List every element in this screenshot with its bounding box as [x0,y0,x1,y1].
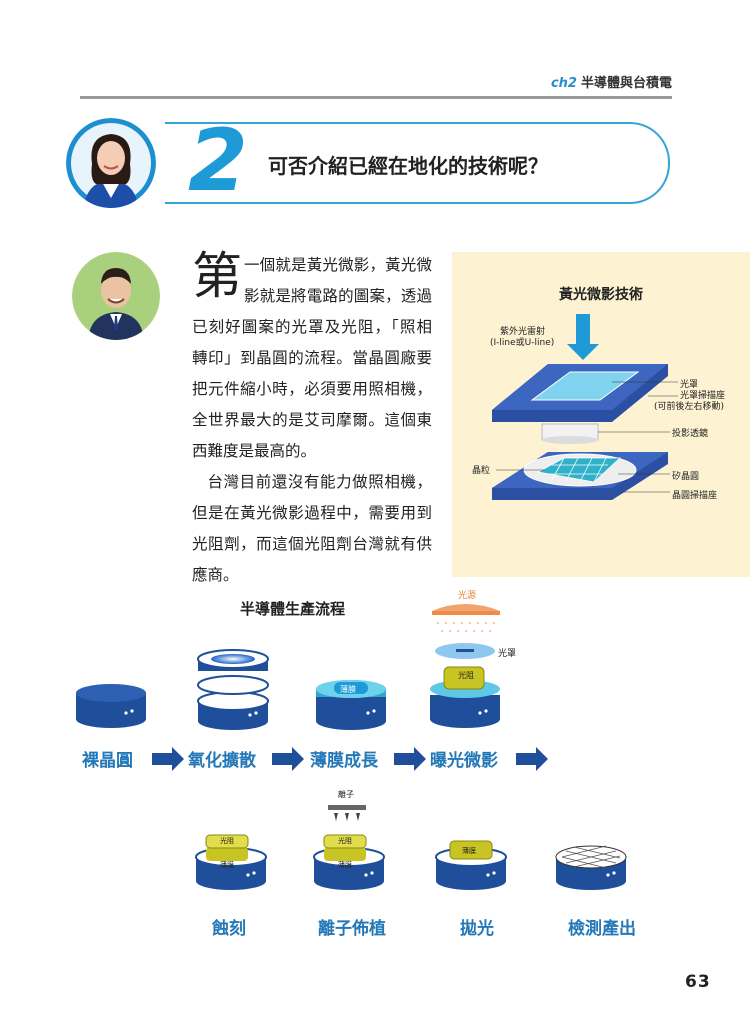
flow-film-label: 薄膜 [340,685,356,694]
header-rule [80,96,672,99]
lithography-diagram [452,252,750,577]
film-growth-icon [316,680,386,730]
chapter-number: ch2 [550,76,577,91]
bare-wafer-icon [76,684,146,728]
step-ion-implant: 離子佈植 [318,919,386,939]
etch-photoresist-label: 光阻 [220,837,234,845]
flow-diagram [60,585,660,937]
chapter-title: 半導體與台積電 [580,76,672,91]
step-oxidation: 氧化擴散 [188,751,256,771]
step-inspection: 檢測產出 [568,919,636,939]
step-film-growth: 薄膜成長 [310,751,378,771]
flow-title: 半導體生產流程 [240,600,346,618]
implant-photoresist-label: 光阻 [338,837,352,845]
ion-label: 離子 [338,790,354,799]
flow-mask-label: 光罩 [498,649,517,659]
ion-implant-icon [313,805,385,890]
mask-stage-note: (可前後左右移動) [654,402,725,412]
polish-film-label: 薄膜 [462,847,476,855]
question-text: 可否介紹已經在地化的技術呢？ [268,154,548,178]
step-etching: 蝕刻 [212,919,246,939]
lens-label: 投影透鏡 [672,429,709,439]
page-number: 63 [685,972,711,992]
drop-cap: 第 [192,247,242,305]
polishing-icon [435,840,507,890]
etching-icon [195,834,267,890]
lithography-title: 黃光微影技術 [559,287,643,303]
uv-label-note: (I-line或U-line) [490,338,555,348]
etch-film-label: 薄膜 [220,861,234,869]
question-box [165,122,670,204]
wafer-label: 矽晶圓 [672,472,700,482]
exposure-icon [430,604,500,728]
answer-paragraph-2: 台灣目前還沒有能力做照相機，但是在黃光微影過程中，需要用到光阻劑，而這個光阻劑台… [192,473,432,584]
flow-photoresist-label: 光阻 [458,671,474,680]
oxidation-icon [197,649,269,730]
mask-stage-label: 光罩掃描座 [680,391,726,401]
mask-label: 光罩 [680,380,699,390]
step-exposure: 曝光微影 [430,751,498,771]
implant-film-label: 薄膜 [338,861,352,869]
interviewer-avatar [66,118,156,208]
answer-paragraph-1-text: 一個就是黃光微影，黃光微影就是將電路的圖案，透過已刻好圖案的光罩及光阻，「照相轉… [192,256,432,460]
step-polishing: 拋光 [460,919,494,939]
step-bare-wafer: 裸晶圓 [82,751,133,771]
uv-label: 紫外光雷射 [500,327,546,337]
row1-arrows [152,747,548,771]
answer-text: 第一個就是黃光微影，黃光微影就是將電路的圖案，透過已刻好圖案的光罩及光阻，「照相… [192,250,432,591]
wafer-stage-label: 晶圓掃描座 [672,491,718,501]
question-number: 2 [188,111,248,211]
expert-avatar [72,252,160,340]
grain-label: 晶粒 [472,466,491,476]
inspection-icon [555,845,627,890]
light-source-label: 光源 [458,591,477,601]
answer-paragraph-1: 第一個就是黃光微影，黃光微影就是將電路的圖案，透過已刻好圖案的光罩及光阻，「照相… [192,250,432,467]
